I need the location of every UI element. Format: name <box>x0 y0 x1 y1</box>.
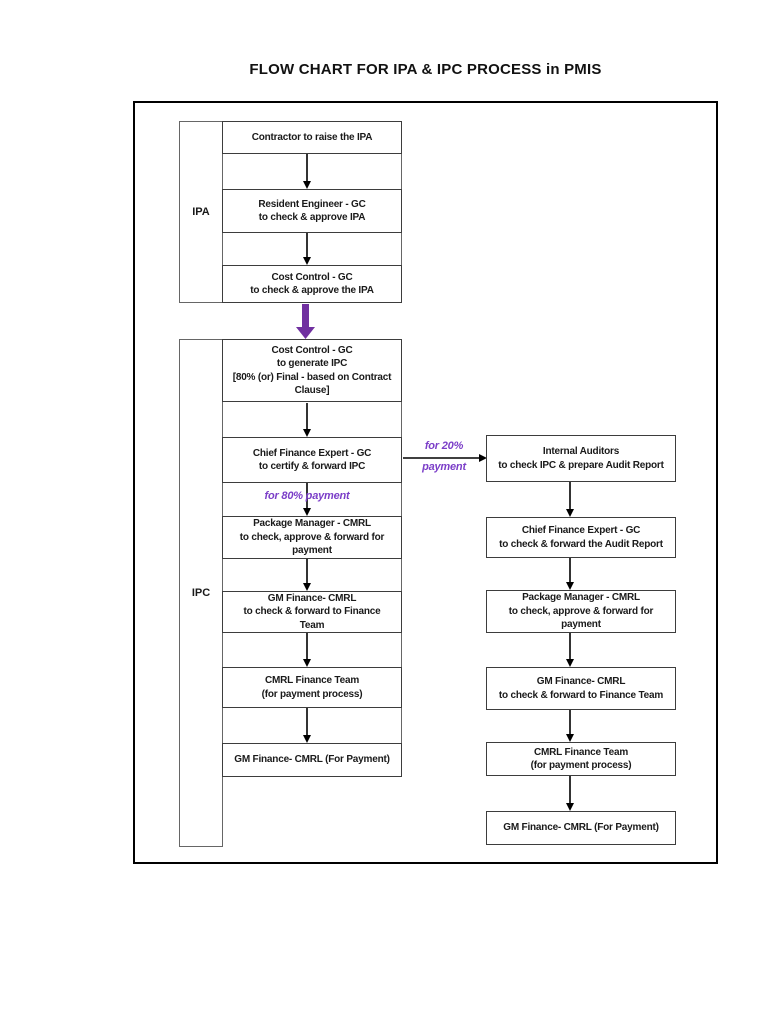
ipc-step-gm-finance-payment-left: GM Finance- CMRL (For Payment) <box>222 743 402 777</box>
ipc-step-chief-finance-audit: Chief Finance Expert - GC to check & for… <box>486 517 676 558</box>
ipc-step-cost-control-generate: Cost Control - GC to generate IPC [80% (… <box>222 339 402 402</box>
ipc-step-cmrl-finance-team-left: CMRL Finance Team (for payment process) <box>222 667 402 708</box>
ipa-step-contractor-raise-ipa: Contractor to raise the IPA <box>222 121 402 154</box>
ipa-step-resident-engineer: Resident Engineer - GC to check & approv… <box>222 189 402 233</box>
edge-label-for-20pct-line1: for 20% <box>424 440 464 452</box>
ipc-step-chief-finance-certify: Chief Finance Expert - GC to certify & f… <box>222 437 402 483</box>
ipc-step-internal-auditors: Internal Auditors to check IPC & prepare… <box>486 435 676 482</box>
ipc-step-gm-finance-payment-right: GM Finance- CMRL (For Payment) <box>486 811 676 845</box>
ipc-step-package-manager-right: Package Manager - CMRL to check, approve… <box>486 590 676 633</box>
ipc-step-gm-finance-right: GM Finance- CMRL to check & forward to F… <box>486 667 676 710</box>
edge-label-for-80pct: for 80% payment <box>264 490 350 502</box>
ipa-step-cost-control-approve: Cost Control - GC to check & approve the… <box>222 265 402 303</box>
ipc-step-package-manager-left: Package Manager - CMRL to check, approve… <box>222 516 402 559</box>
ipc-step-gm-finance-left: GM Finance- CMRL to check & forward to F… <box>222 591 402 633</box>
ipc-section-label: IPC <box>179 339 223 847</box>
ipa-section-label: IPA <box>179 121 223 303</box>
ipc-step-cmrl-finance-team-right: CMRL Finance Team (for payment process) <box>486 742 676 776</box>
edge-label-for-20pct-line2: payment <box>422 461 466 473</box>
page-title: FLOW CHART FOR IPA & IPC PROCESS in PMIS <box>249 61 602 78</box>
